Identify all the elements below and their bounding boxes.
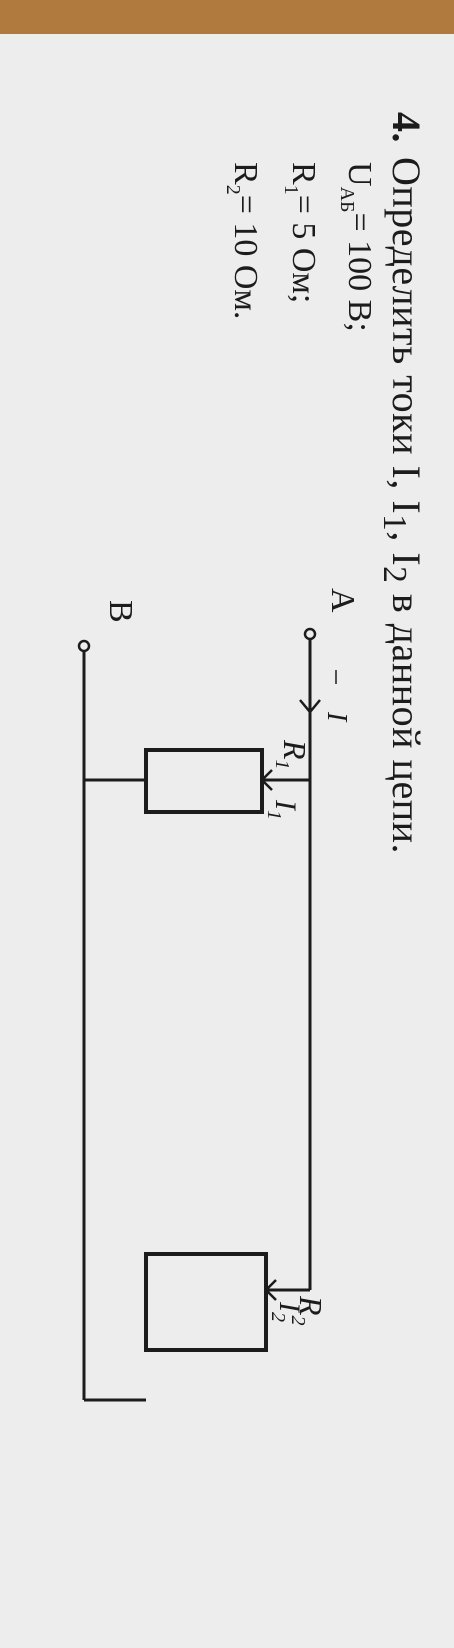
label-current-main: I	[321, 711, 352, 723]
label-node-a: A	[324, 588, 361, 613]
label-current-i1: I1	[263, 799, 302, 820]
label-resistor-r2: R2	[287, 1295, 329, 1326]
label-current-i2: I2	[267, 1301, 306, 1322]
desk-strip	[0, 0, 454, 40]
paper-sheet	[0, 34, 454, 1648]
arrow-i2	[264, 1279, 277, 1301]
arrow-main-current	[299, 699, 321, 714]
terminal-b	[77, 639, 91, 653]
terminal-a	[303, 627, 317, 641]
resistor-r2	[144, 1252, 268, 1352]
resistor-r1	[144, 748, 264, 814]
arrow-i1	[260, 769, 273, 791]
label-node-b: B	[102, 600, 139, 623]
label-resistor-r1: R1	[271, 739, 313, 770]
